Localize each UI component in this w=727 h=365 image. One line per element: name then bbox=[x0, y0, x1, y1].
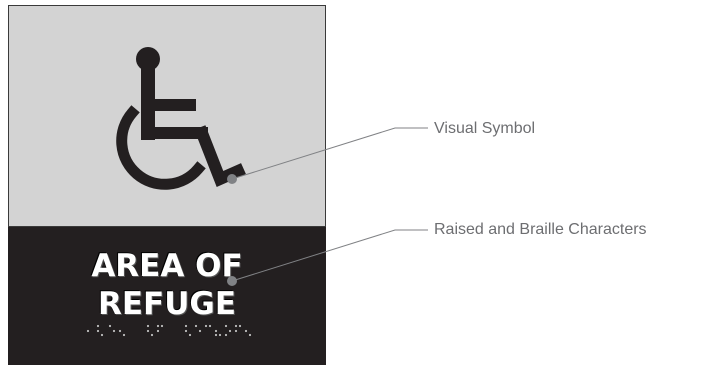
raised-characters-leader bbox=[231, 229, 428, 282]
sign-text-line-1: AREA OF bbox=[91, 248, 243, 284]
area-of-refuge-sign: AREA OF REFUGE bbox=[8, 5, 326, 365]
sign-text-panel bbox=[8, 227, 326, 365]
wheelchair-icon bbox=[116, 47, 246, 190]
callout-raised-braille: Raised and Braille Characters bbox=[434, 221, 647, 238]
callout-visual-symbol: Visual Symbol bbox=[434, 120, 536, 137]
raised-characters-marker bbox=[227, 276, 237, 286]
visual-symbol-leader bbox=[231, 127, 428, 180]
braille-dots bbox=[86, 324, 252, 337]
visual-symbol-marker bbox=[227, 174, 237, 184]
sign-symbol-panel bbox=[8, 5, 326, 227]
sign-text-line-2: REFUGE bbox=[97, 286, 237, 322]
